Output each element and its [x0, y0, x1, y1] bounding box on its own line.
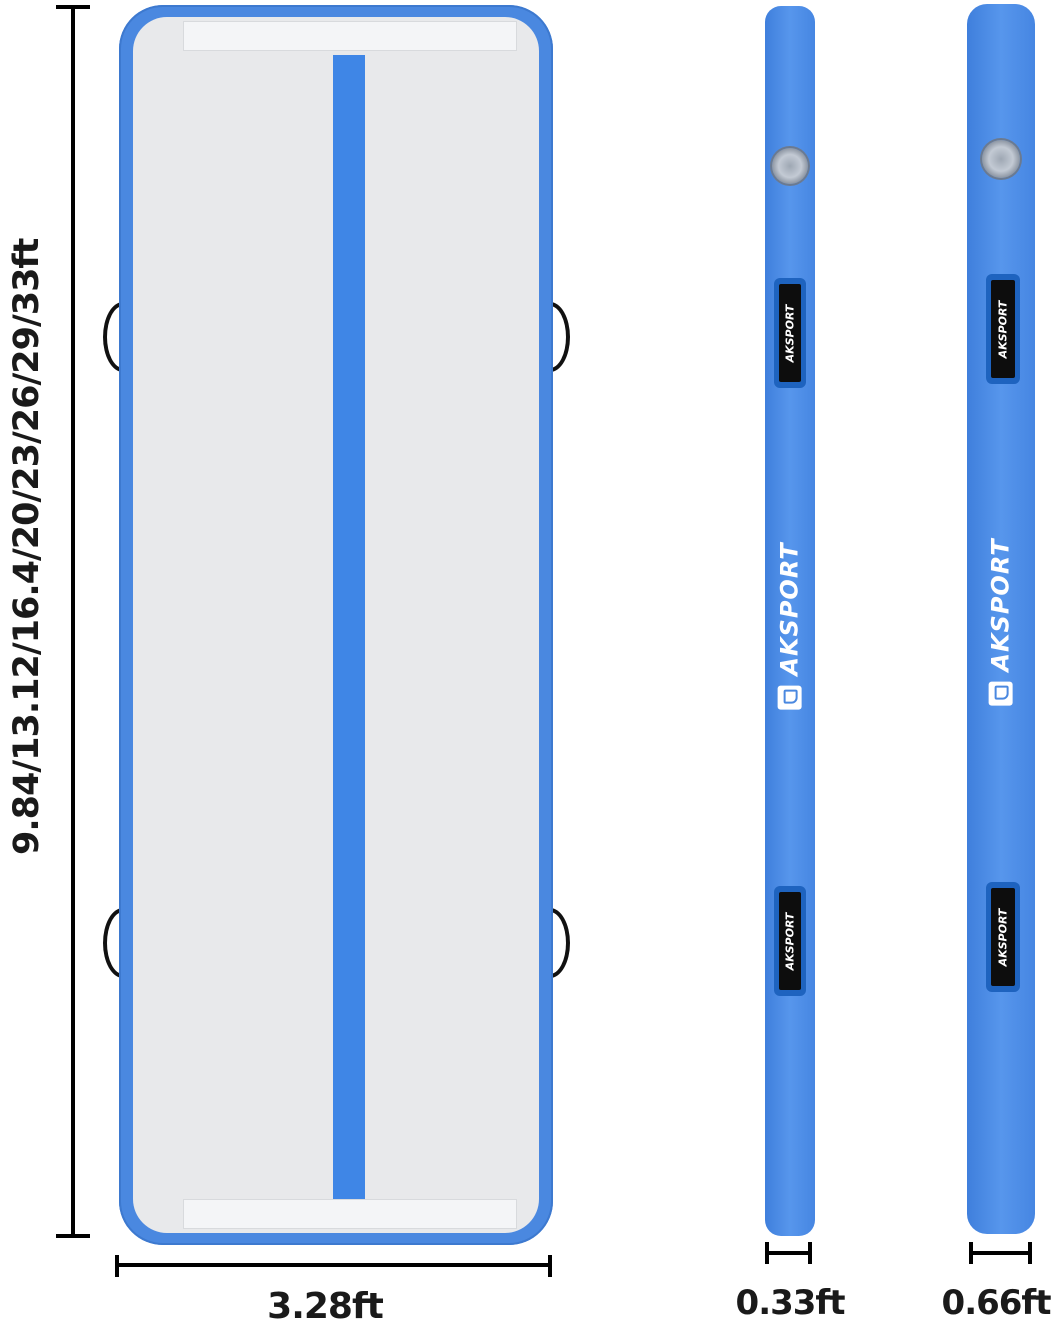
brand-tag-top: AKSPORT [774, 278, 806, 388]
brand-logo: AKSPORT [765, 526, 815, 726]
brand-tag-text: AKSPORT [996, 300, 1010, 358]
width-dimension-cap-right [548, 1255, 552, 1277]
mat-end-pad-top [183, 21, 517, 51]
width-dimension-line [117, 1263, 551, 1267]
thin-dimension-line [767, 1251, 811, 1255]
brand-tag-top: AKSPORT [986, 274, 1020, 384]
thick-dimension-cap-right [1028, 1242, 1032, 1264]
air-valve-icon [772, 148, 808, 184]
mat-end-pad-bottom [183, 1199, 517, 1229]
mat-center-stripe [333, 55, 365, 1217]
air-track-mat-top-view [119, 5, 553, 1245]
width-label: 3.28ft [267, 1286, 384, 1327]
brand-tag-bottom: AKSPORT [986, 882, 1020, 992]
brand-logo-icon [989, 681, 1014, 706]
length-dimension-line [71, 7, 75, 1237]
brand-tag-text: AKSPORT [783, 304, 797, 362]
length-dimension-cap-bottom [56, 1234, 90, 1238]
thin-dimension-cap-left [765, 1242, 769, 1264]
brand-tag-text: AKSPORT [996, 908, 1010, 966]
brand-tag-text: AKSPORT [783, 912, 797, 970]
brand-logo: AKSPORT [967, 522, 1035, 722]
thick-dimension-cap-left [969, 1242, 973, 1264]
brand-tag-bottom: AKSPORT [774, 886, 806, 996]
mat-side-view-thin: AKSPORT AKSPORT AKSPORT [765, 6, 815, 1236]
mat-surface [133, 17, 539, 1233]
length-dimension-cap-top [56, 5, 90, 9]
thick-dimension-line [971, 1251, 1031, 1255]
brand-logo-text: AKSPORT [776, 542, 805, 676]
mat-side-view-thick: AKSPORT AKSPORT AKSPORT [967, 4, 1035, 1234]
thin-dimension-cap-right [808, 1242, 812, 1264]
thin-height-label: 0.33ft [735, 1283, 846, 1323]
brand-logo-text: AKSPORT [987, 538, 1016, 672]
thick-height-label: 0.66ft [941, 1283, 1052, 1323]
width-dimension-cap-left [115, 1255, 119, 1277]
length-label: 9.84/13.12/16.4/20/23/26/29/33ft [7, 238, 47, 855]
brand-logo-icon [778, 685, 803, 710]
air-valve-icon [982, 140, 1020, 178]
